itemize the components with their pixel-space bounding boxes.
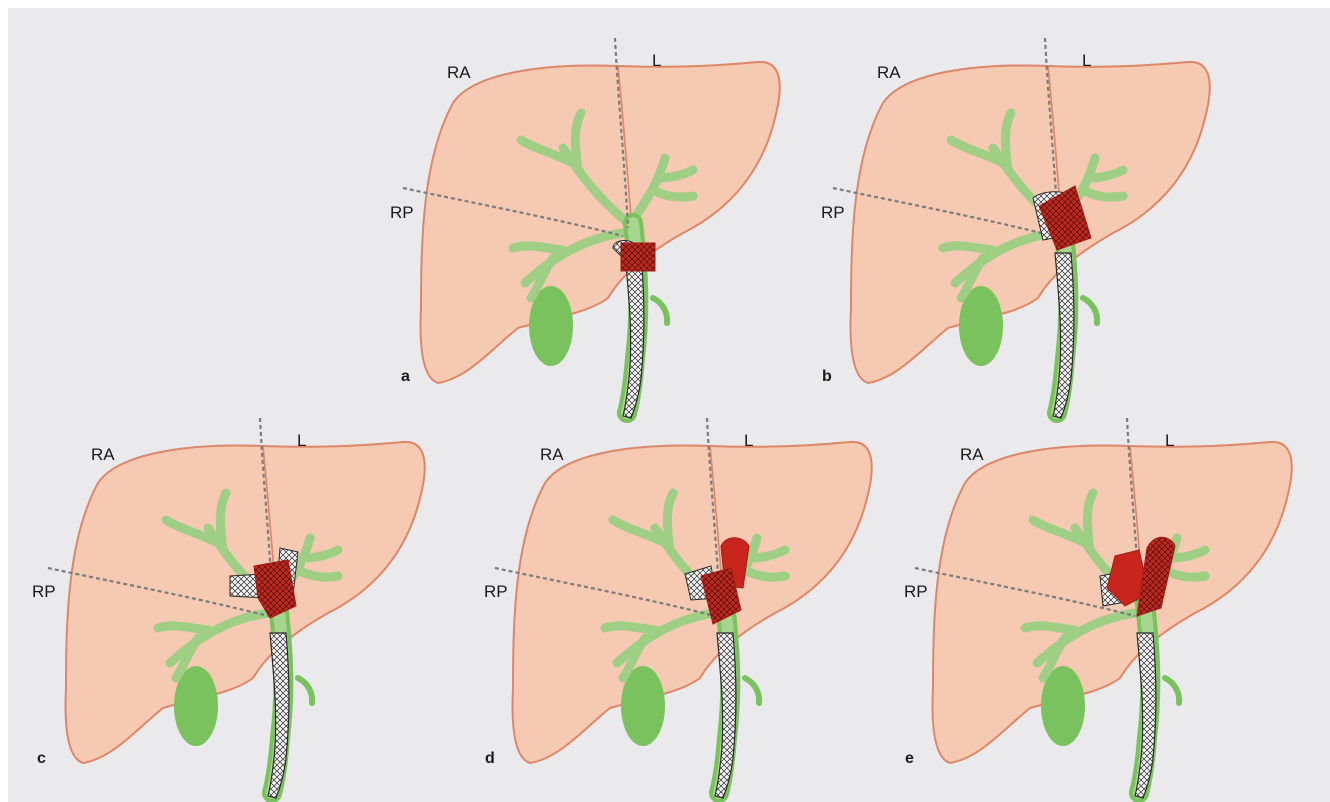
panel-e [915, 418, 1292, 798]
panel-c [48, 418, 425, 798]
label-l: L [1165, 431, 1174, 450]
panel-a [403, 38, 780, 418]
panel-letter: e [905, 750, 914, 767]
label-ra: RA [540, 445, 564, 464]
label-l: L [297, 431, 306, 450]
panel-letter: b [822, 368, 832, 385]
label-ra: RA [447, 63, 471, 82]
label-rp: RP [484, 582, 508, 601]
stricture [621, 243, 655, 271]
panel-d [495, 418, 872, 798]
label-rp: RP [390, 203, 414, 222]
label-rp: RP [821, 203, 845, 222]
label-rp: RP [904, 582, 928, 601]
label-rp: RP [32, 582, 56, 601]
label-ra: RA [960, 445, 984, 464]
label-l: L [652, 51, 661, 70]
label-ra: RA [877, 63, 901, 82]
label-l: L [1082, 51, 1091, 70]
panel-letter: a [401, 368, 410, 385]
label-ra: RA [91, 445, 115, 464]
panel-letter: c [37, 750, 46, 767]
panel-b [833, 38, 1210, 418]
label-l: L [744, 431, 753, 450]
panel-letter: d [485, 750, 495, 767]
